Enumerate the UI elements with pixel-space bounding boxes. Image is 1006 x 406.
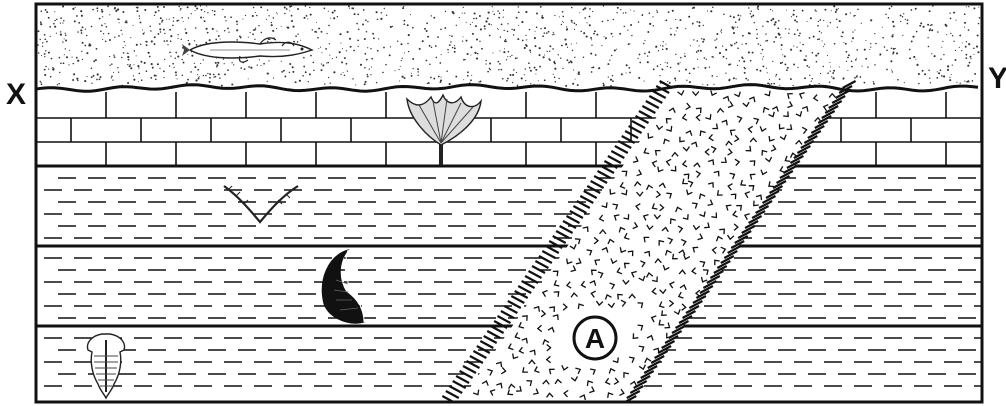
svg-text:A: A <box>585 323 605 354</box>
trilobite-icon <box>88 334 125 398</box>
intrusion-a <box>442 81 855 403</box>
label-x: X <box>6 80 26 110</box>
sandstone-layer <box>36 4 982 90</box>
brachiopod-icon <box>224 186 298 222</box>
horn-coral-icon <box>322 250 364 323</box>
shale-layer-upper <box>44 178 992 238</box>
label-y: Y <box>988 64 1006 94</box>
crinoid-icon <box>407 95 481 165</box>
shale-layer-middle <box>44 258 992 318</box>
intrusion-label: A <box>574 317 616 359</box>
